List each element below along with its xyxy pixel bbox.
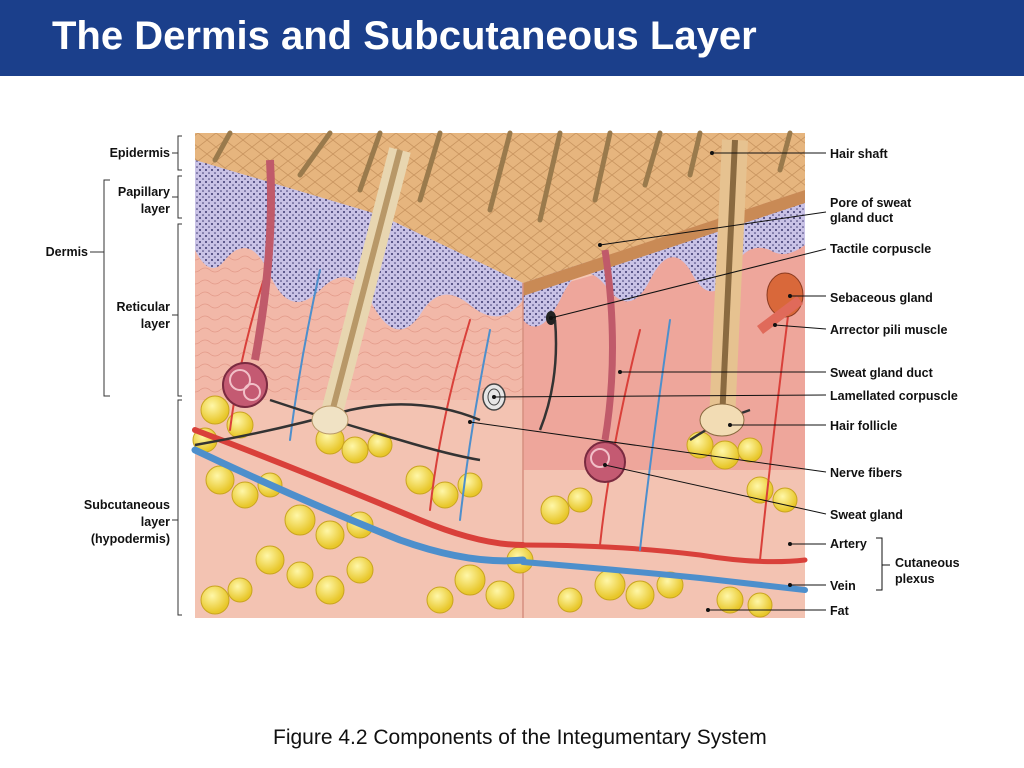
label-reticular-1: Reticular [117,300,171,314]
fat-tissue [192,395,798,618]
label-dermis: Dermis [46,245,88,259]
artery-left [192,427,526,548]
label-subcutaneous-1: Subcutaneous [84,498,170,512]
leader-dots [468,151,792,612]
label-subcutaneous-3: (hypodermis) [91,532,170,546]
label-cutaneous-1: Cutaneous [895,556,960,570]
hair-shafts [212,130,793,223]
leader-lines [469,152,890,611]
label-artery: Artery [830,537,867,551]
label-sebaceous-gland: Sebaceous gland [830,291,933,305]
vein-left [191,446,527,565]
label-fat: Fat [830,604,850,618]
label-subcutaneous-2: layer [141,515,170,529]
label-tactile-corpuscle: Tactile corpuscle [830,242,931,256]
sweat-gland-right [584,249,626,483]
skin-surface [195,133,805,283]
label-sweat-gland: Sweat gland [830,508,903,522]
label-epidermis: Epidermis [110,146,170,160]
label-hair-shaft: Hair shaft [830,147,888,161]
vein-right [520,559,808,593]
label-papillary-2: layer [141,202,170,216]
illustration [191,130,808,618]
sweat-gland-left [222,159,275,408]
arrector-pili-muscle [757,296,803,334]
title-bar: The Dermis and Subcutaneous Layer [0,0,1024,76]
label-arrector-pili: Arrector pili muscle [830,323,947,337]
artery-right [520,542,808,565]
label-pore-1: Pore of sweat [830,196,912,210]
label-lamellated-corpuscle: Lamellated corpuscle [830,389,958,403]
label-cutaneous-2: plexus [895,572,935,586]
label-vein: Vein [830,579,856,593]
label-sweat-gland-duct: Sweat gland duct [830,366,934,380]
figure-caption: Figure 4.2 Components of the Integumenta… [273,726,767,749]
hair-follicle-right [699,139,748,437]
label-hair-follicle: Hair follicle [830,419,897,433]
label-papillary-1: Papillary [118,185,170,199]
label-nerve-fibers: Nerve fibers [830,466,902,480]
label-reticular-2: layer [141,317,170,331]
hair-follicle-left [311,147,411,435]
label-pore-2: gland duct [830,211,894,225]
slide-title: The Dermis and Subcutaneous Layer [52,14,757,58]
left-brackets [90,135,182,616]
